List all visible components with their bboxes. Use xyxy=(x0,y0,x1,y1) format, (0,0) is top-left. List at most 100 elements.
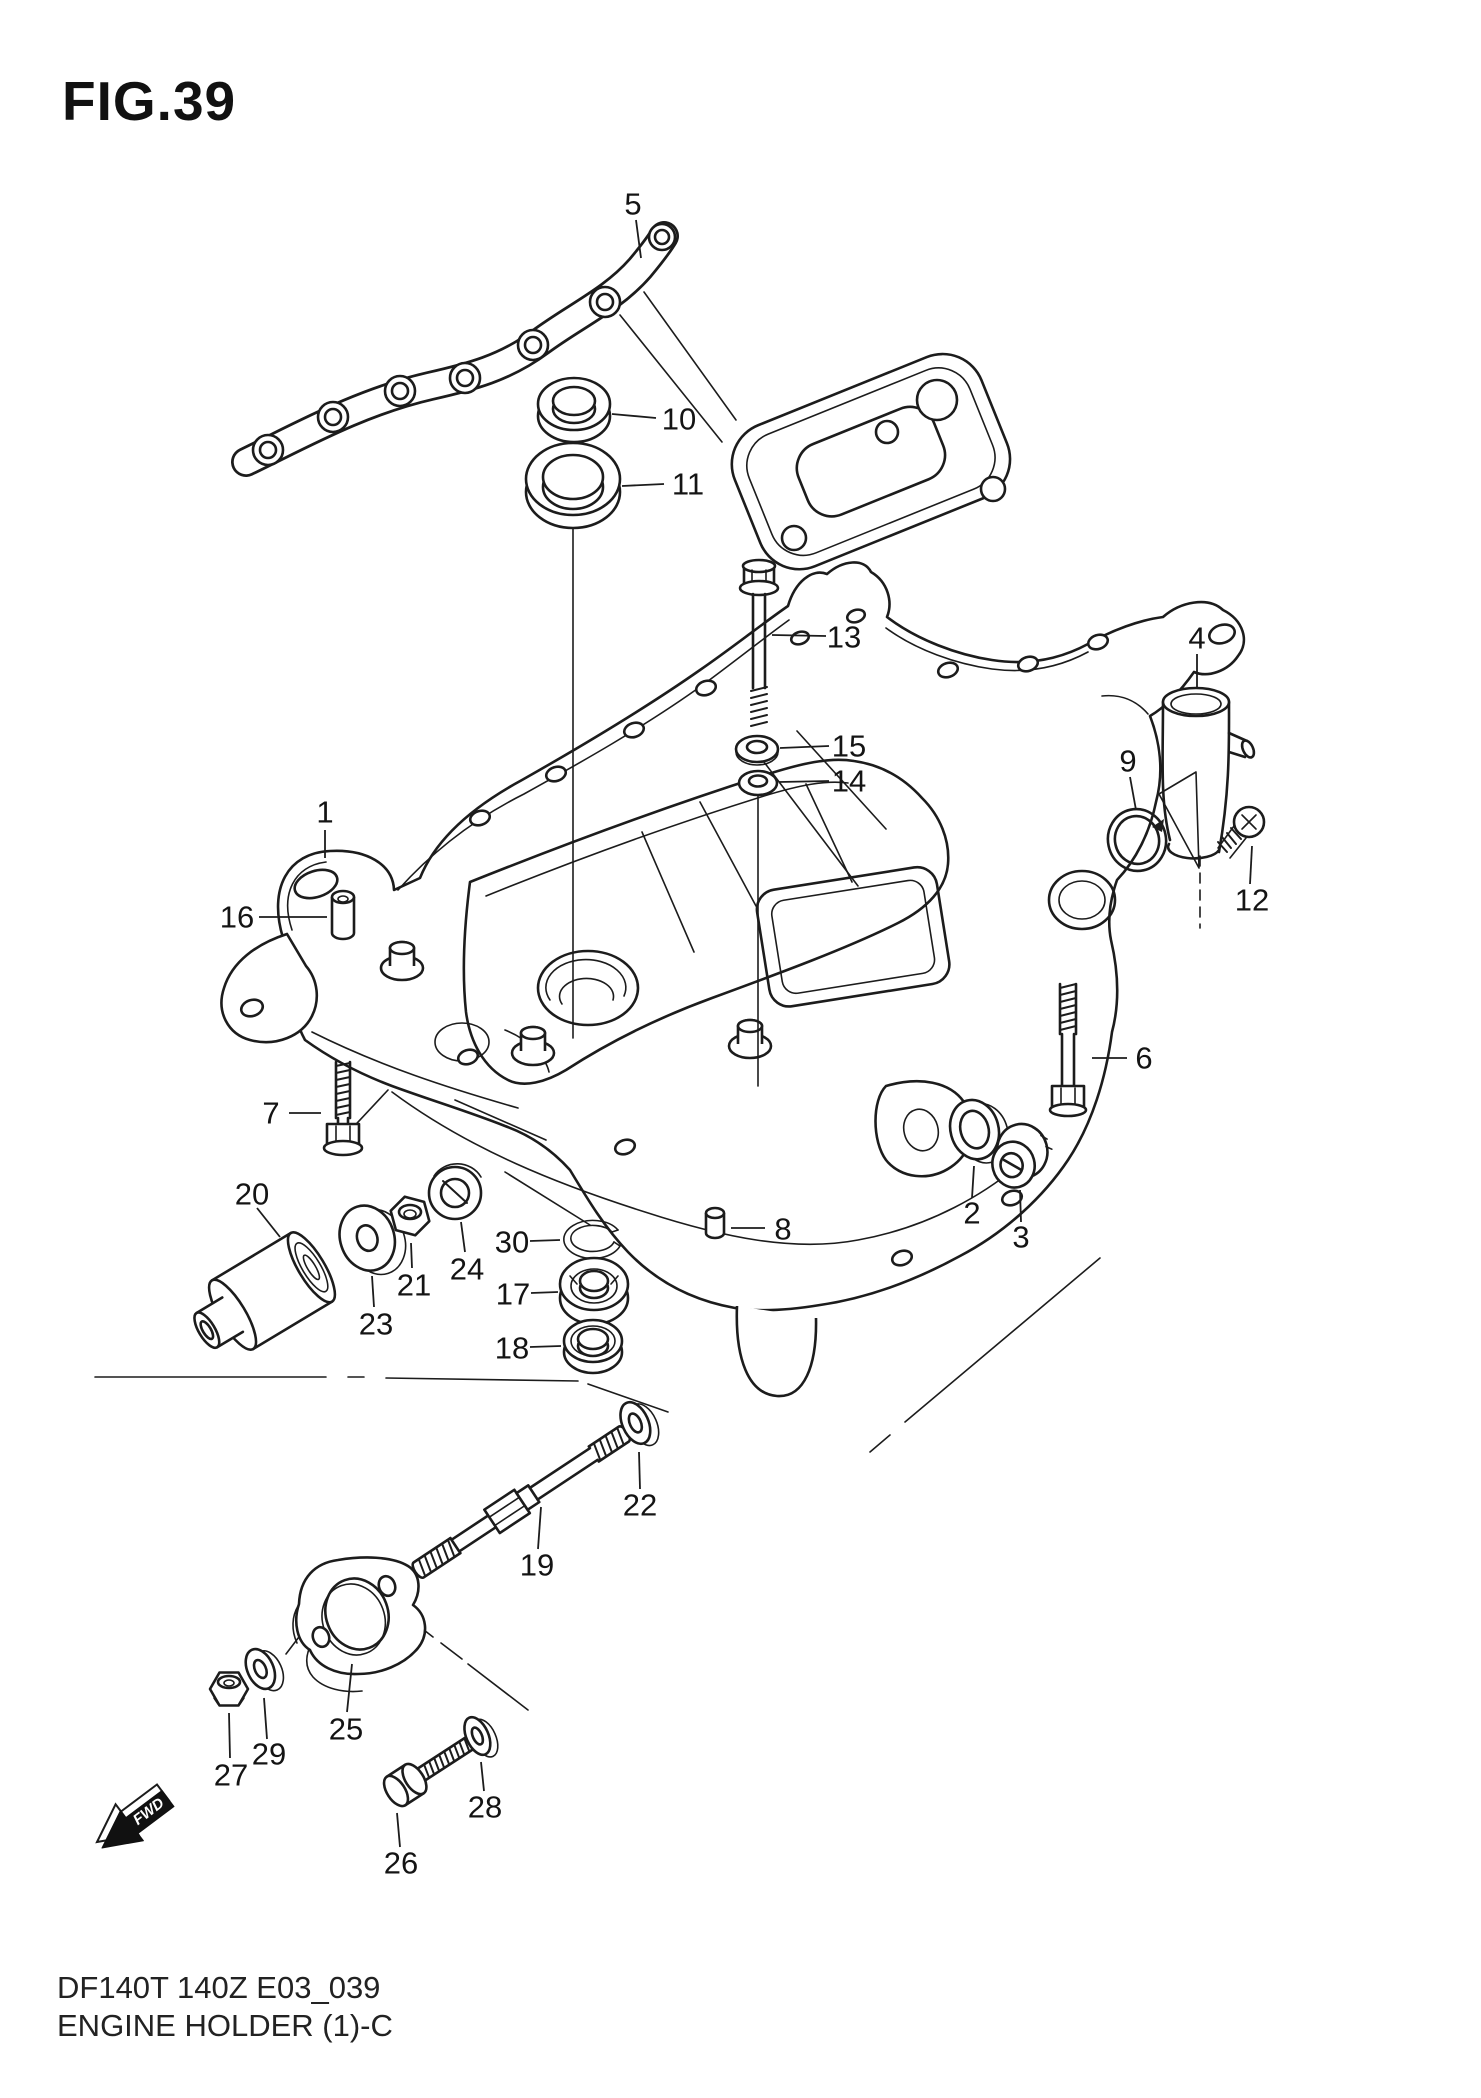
part-22-washer xyxy=(619,1400,660,1447)
body-right-boss xyxy=(1047,869,1117,931)
leader-line-15 xyxy=(779,745,830,749)
body-drain-boss xyxy=(874,1079,974,1178)
part-24-bushing xyxy=(427,1163,483,1221)
part-29-washer xyxy=(244,1647,285,1692)
figure-title: FIG.39 xyxy=(62,70,236,132)
leader-line-29 xyxy=(263,1697,268,1740)
leader-line-14 xyxy=(778,780,830,783)
leader-line-9 xyxy=(1129,776,1137,811)
part-15-washer xyxy=(734,734,780,766)
body-bolt-holes xyxy=(293,608,1236,1267)
gasket-bolt-holes xyxy=(251,222,677,467)
part-26-bolt xyxy=(382,1733,480,1808)
leader-line-18 xyxy=(529,1345,562,1348)
leader-line-17 xyxy=(530,1291,559,1294)
body-raised-box xyxy=(755,865,951,1008)
leader-line-12 xyxy=(1249,845,1253,885)
part-28-washer xyxy=(463,1715,499,1758)
callout-14: 14 xyxy=(832,764,866,799)
part-21-nut xyxy=(389,1195,431,1237)
leader-line-22 xyxy=(638,1451,641,1490)
part-9-oring xyxy=(1106,807,1168,873)
part-1-engine-holder-body xyxy=(220,561,1246,1398)
leader-line-5 xyxy=(635,219,642,259)
callout-11: 11 xyxy=(672,467,704,502)
body-stud-bosses xyxy=(379,940,773,1067)
callout-9: 9 xyxy=(1119,744,1136,779)
leader-line-28 xyxy=(480,1761,485,1792)
callout-16: 16 xyxy=(220,900,254,935)
part-10-seal xyxy=(536,376,612,444)
body-bottom-tab xyxy=(735,1305,818,1398)
callout-28: 28 xyxy=(468,1790,502,1825)
callout-29: 29 xyxy=(252,1737,286,1772)
part-20-mount xyxy=(193,1231,337,1351)
callout-2: 2 xyxy=(963,1196,980,1231)
part-4-cylinder xyxy=(1152,686,1256,929)
callout-17: 17 xyxy=(496,1277,530,1312)
callout-30: 30 xyxy=(495,1225,529,1260)
leader-line-21 xyxy=(410,1242,413,1269)
leader-line-3 xyxy=(1019,1189,1022,1223)
part-8-pin xyxy=(704,1206,726,1240)
assembly-lines xyxy=(94,527,1101,1711)
callout-27: 27 xyxy=(214,1758,248,1793)
leader-line-2 xyxy=(971,1165,975,1199)
part-23-washer xyxy=(338,1204,407,1276)
part-13-bolt xyxy=(738,558,780,727)
callout-4: 4 xyxy=(1188,621,1205,656)
part-17-bearing xyxy=(558,1256,630,1326)
footer-model-code: DF140T 140Z E03_039 xyxy=(57,1970,380,2005)
leader-line-19 xyxy=(537,1506,542,1550)
callout-23: 23 xyxy=(359,1307,393,1342)
callout-1: 1 xyxy=(316,795,333,830)
part-18-seal xyxy=(562,1318,624,1375)
callout-15: 15 xyxy=(832,729,866,764)
callout-22: 22 xyxy=(623,1488,657,1523)
callout-8: 8 xyxy=(774,1212,791,1247)
part-30-snap-ring xyxy=(563,1219,621,1260)
leader-line-27 xyxy=(228,1712,231,1759)
fwd-arrow: FWD xyxy=(95,1783,175,1849)
callout-24: 24 xyxy=(450,1252,484,1287)
callout-7: 7 xyxy=(262,1096,279,1131)
leader-line-25 xyxy=(346,1663,353,1713)
part-14-washer xyxy=(737,769,779,797)
part-3-plug xyxy=(991,1122,1053,1189)
part-16-pin xyxy=(330,889,356,941)
part-6-bolt xyxy=(1048,982,1088,1118)
body-window xyxy=(462,758,950,1085)
leader-line-13 xyxy=(771,634,827,637)
leader-line-23 xyxy=(371,1275,375,1308)
part-25-bracket xyxy=(292,1556,427,1693)
callout-layer: 1234567891011121314151617181920212223242… xyxy=(214,187,1269,1881)
leader-line-11 xyxy=(621,483,665,487)
callout-5: 5 xyxy=(624,187,641,222)
leader-line-26 xyxy=(396,1812,401,1848)
leader-line-10 xyxy=(611,413,657,419)
leader-line-30 xyxy=(529,1239,561,1242)
part-2-gasket-ring xyxy=(948,1098,1010,1164)
part-27-nut xyxy=(208,1671,250,1707)
callout-12: 12 xyxy=(1235,883,1269,918)
footer-figure-name: ENGINE HOLDER (1)-C xyxy=(57,2008,393,2043)
callout-21: 21 xyxy=(397,1268,431,1303)
body-main-bore xyxy=(536,949,640,1027)
leader-line-20 xyxy=(256,1207,281,1238)
callout-18: 18 xyxy=(495,1331,529,1366)
part-12-screw xyxy=(1217,805,1266,859)
part-11-seal xyxy=(524,441,622,530)
callout-10: 10 xyxy=(662,402,696,437)
callout-26: 26 xyxy=(384,1846,418,1881)
callout-13: 13 xyxy=(827,620,861,655)
part-19-stud-bolt xyxy=(411,1425,632,1579)
callout-3: 3 xyxy=(1012,1220,1029,1255)
part-7-bolt xyxy=(322,1060,364,1157)
callout-6: 6 xyxy=(1135,1041,1152,1076)
leader-line-24 xyxy=(460,1221,466,1253)
part-5-gasket xyxy=(231,221,1012,571)
callout-19: 19 xyxy=(520,1548,554,1583)
callout-20: 20 xyxy=(235,1177,269,1212)
